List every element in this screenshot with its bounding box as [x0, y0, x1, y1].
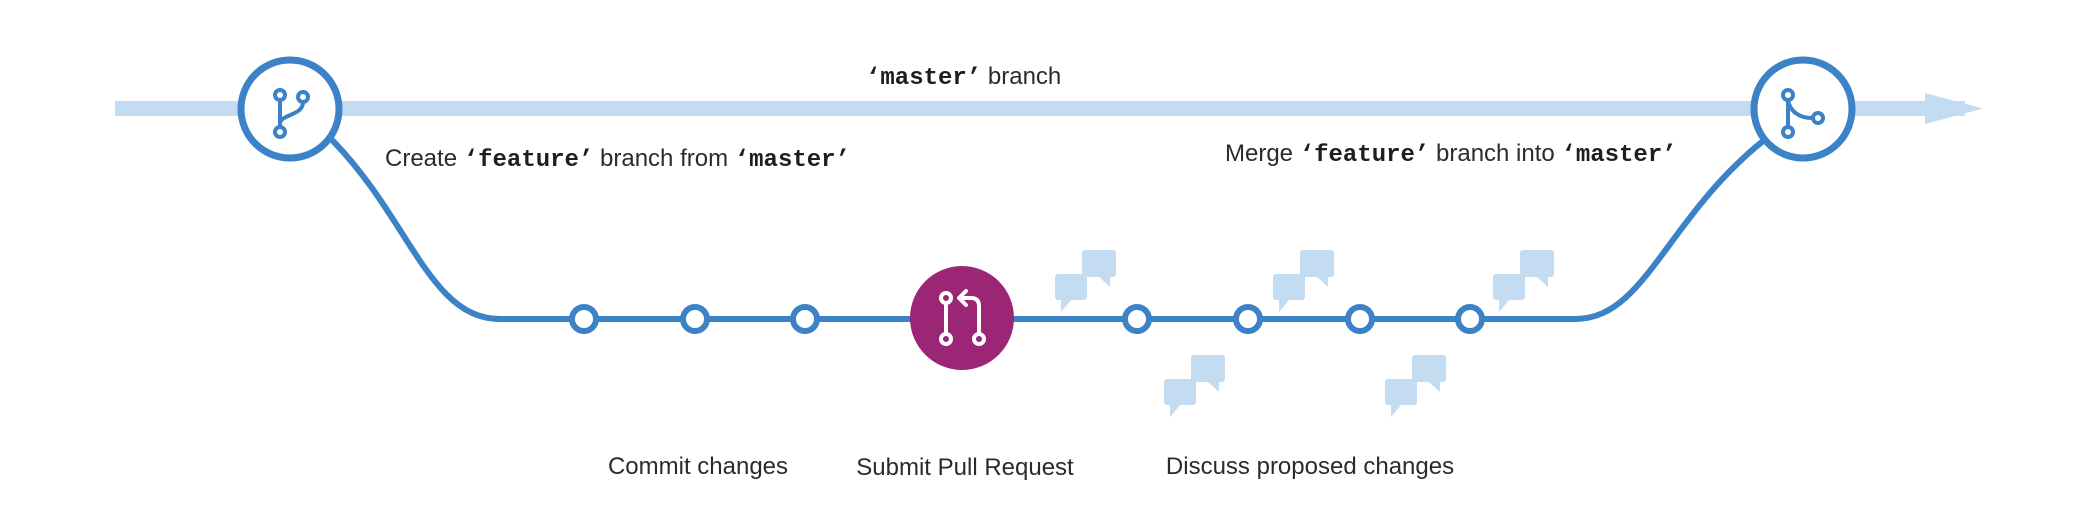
commit-changes-label: Commit changes [607, 453, 789, 480]
master-branch-label: ‘master’ branch [866, 63, 1061, 92]
submit-pull-request-label: Submit Pull Request [856, 454, 1074, 481]
create-middle: branch from [600, 145, 729, 172]
commit-dot [1233, 304, 1263, 334]
comment-bubbles-icon [1055, 250, 1116, 312]
git-pull-request-icon [910, 266, 1014, 370]
comment-bubbles-icon [1164, 355, 1225, 417]
master-code: ‘master’ [866, 65, 982, 92]
merge-feature-label: Merge ‘feature’ branch into ‘master’ [1225, 140, 1677, 169]
comment-bubbles-icon [1273, 250, 1334, 312]
comment-bubbles-icon [1493, 250, 1554, 312]
merge-master-code: ‘master’ [1561, 142, 1677, 169]
create-prefix: Create [385, 145, 458, 172]
git-branch-icon [237, 56, 343, 162]
feature-branch-line [330, 138, 1766, 322]
merge-feature-code: ‘feature’ [1299, 142, 1430, 169]
merge-prefix: Merge [1225, 140, 1294, 167]
commit-dot [1345, 304, 1375, 334]
commit-dot [569, 304, 599, 334]
commit-dot [1122, 304, 1152, 334]
commit-dots [569, 304, 1485, 334]
master-branch-line [115, 93, 1983, 124]
create-feature-code: ‘feature’ [463, 147, 594, 174]
merge-middle: branch into [1436, 140, 1555, 167]
commit-dot [1455, 304, 1485, 334]
create-feature-label: Create ‘feature’ branch from ‘master’ [385, 145, 850, 174]
comment-bubbles-icon [1385, 355, 1446, 417]
commit-dot [680, 304, 710, 334]
master-branch-text: branch [987, 63, 1062, 90]
git-merge-icon [1750, 56, 1856, 162]
commit-dot [790, 304, 820, 334]
discuss-changes-label: Discuss proposed changes [1165, 453, 1455, 480]
create-master-code: ‘master’ [734, 147, 850, 174]
